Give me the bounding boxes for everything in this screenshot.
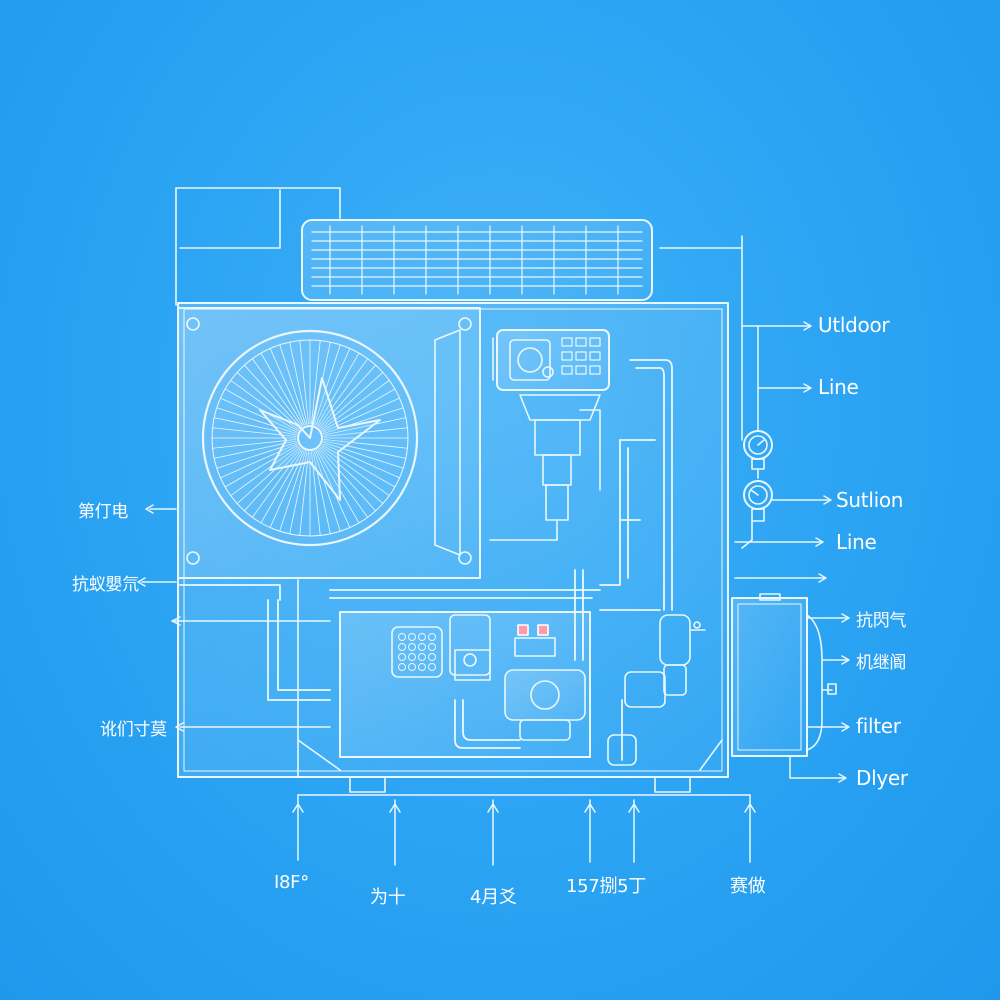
label-bottom-4: 157捌5丁 — [566, 876, 647, 897]
label-bottom-2: 为十 — [370, 887, 406, 908]
bottom-dimension-lines — [292, 794, 756, 866]
refrigerant-piping — [179, 359, 673, 761]
label-filter: filter — [856, 714, 901, 738]
label-outdoor: Utldoor — [818, 313, 890, 337]
label-suction: Sutlion — [836, 488, 904, 512]
cabinet-feet — [349, 776, 691, 793]
label-bottom-3: 4月爻 — [470, 887, 517, 908]
label-line-1: Line — [818, 375, 859, 399]
label-line-2: Line — [836, 530, 877, 554]
right-callouts — [734, 321, 850, 783]
pressure-gauge-icon — [741, 430, 773, 549]
label-bottom-1: I8F° — [274, 872, 309, 893]
condenser-fan-icon — [177, 307, 481, 579]
heat-exchanger-icon — [731, 593, 837, 757]
label-left-3: 讹们寸莫 — [100, 720, 167, 740]
left-callouts — [137, 504, 331, 732]
top-bracket — [175, 187, 341, 306]
label-right-cjk-2: 机继阍 — [856, 653, 907, 673]
top-grille — [301, 219, 743, 441]
label-right-cjk-1: 抗閃气 — [856, 611, 907, 631]
filter-drier-icon — [607, 614, 706, 766]
compressor-icon — [339, 611, 591, 758]
control-panel-icon — [492, 329, 610, 391]
valve-assembly — [489, 394, 601, 541]
label-bottom-5: 赛做 — [730, 876, 766, 897]
label-left-2: 抗蚁嬰氘 — [72, 575, 139, 595]
label-left-1: 第仃电 — [78, 502, 129, 522]
label-dryer: Dlyer — [856, 766, 908, 790]
